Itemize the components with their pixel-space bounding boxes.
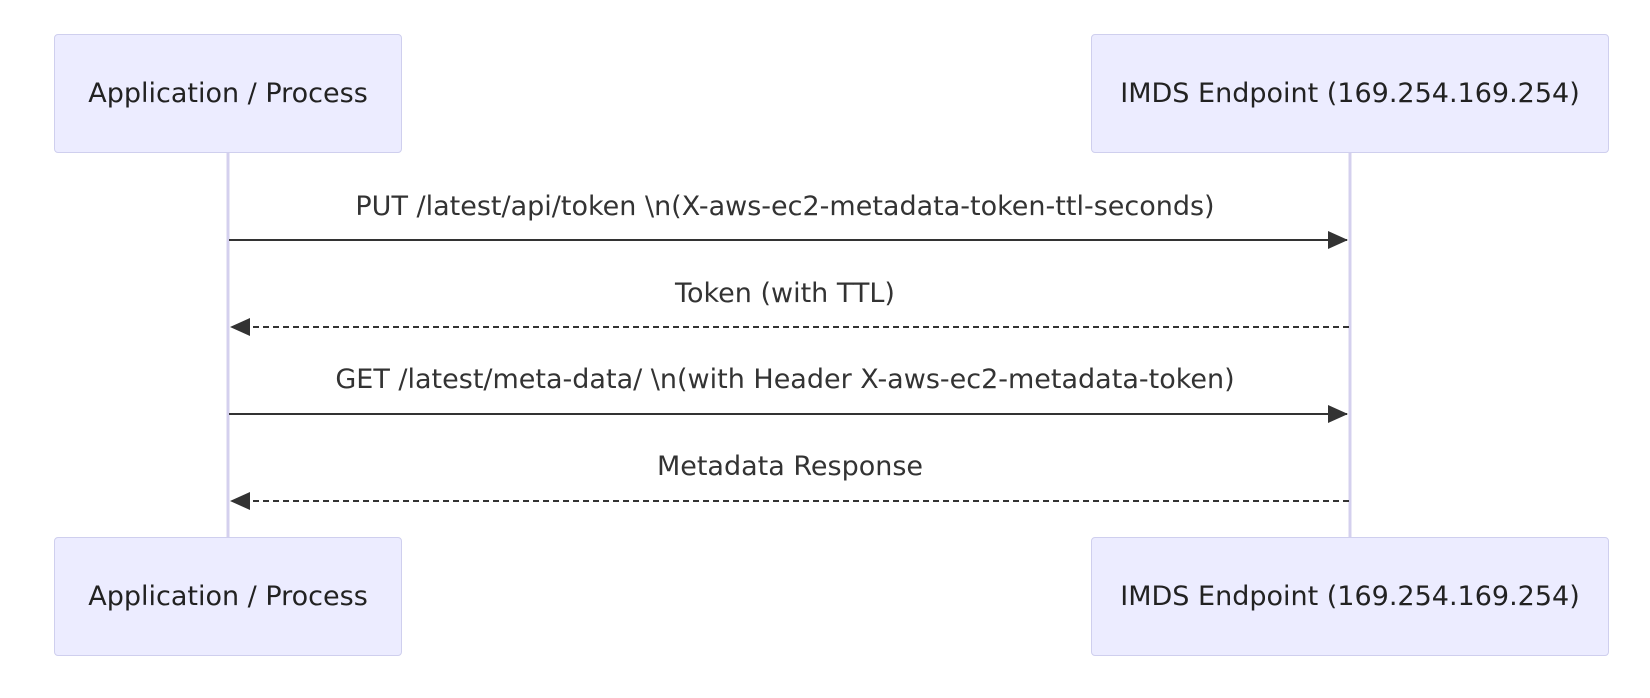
actor-app-top-label: Application / Process (88, 78, 368, 109)
actor-imds-bottom-label: IMDS Endpoint (169.254.169.254) (1120, 581, 1580, 612)
actor-imds-top-label: IMDS Endpoint (169.254.169.254) (1120, 78, 1580, 109)
actor-app-top: Application / Process (54, 34, 402, 153)
message-label-metadata-response: Metadata Response (656, 451, 924, 482)
actor-imds-bottom: IMDS Endpoint (169.254.169.254) (1091, 537, 1609, 656)
message-label-get-metadata: GET /latest/meta-data/ \n(with Header X-… (335, 364, 1235, 395)
actor-imds-top: IMDS Endpoint (169.254.169.254) (1091, 34, 1609, 153)
message-label-put-token: PUT /latest/api/token \n(X-aws-ec2-metad… (355, 191, 1215, 222)
actor-app-bottom: Application / Process (54, 537, 402, 656)
actor-app-bottom-label: Application / Process (88, 581, 368, 612)
message-label-token-response: Token (with TTL) (675, 278, 895, 309)
